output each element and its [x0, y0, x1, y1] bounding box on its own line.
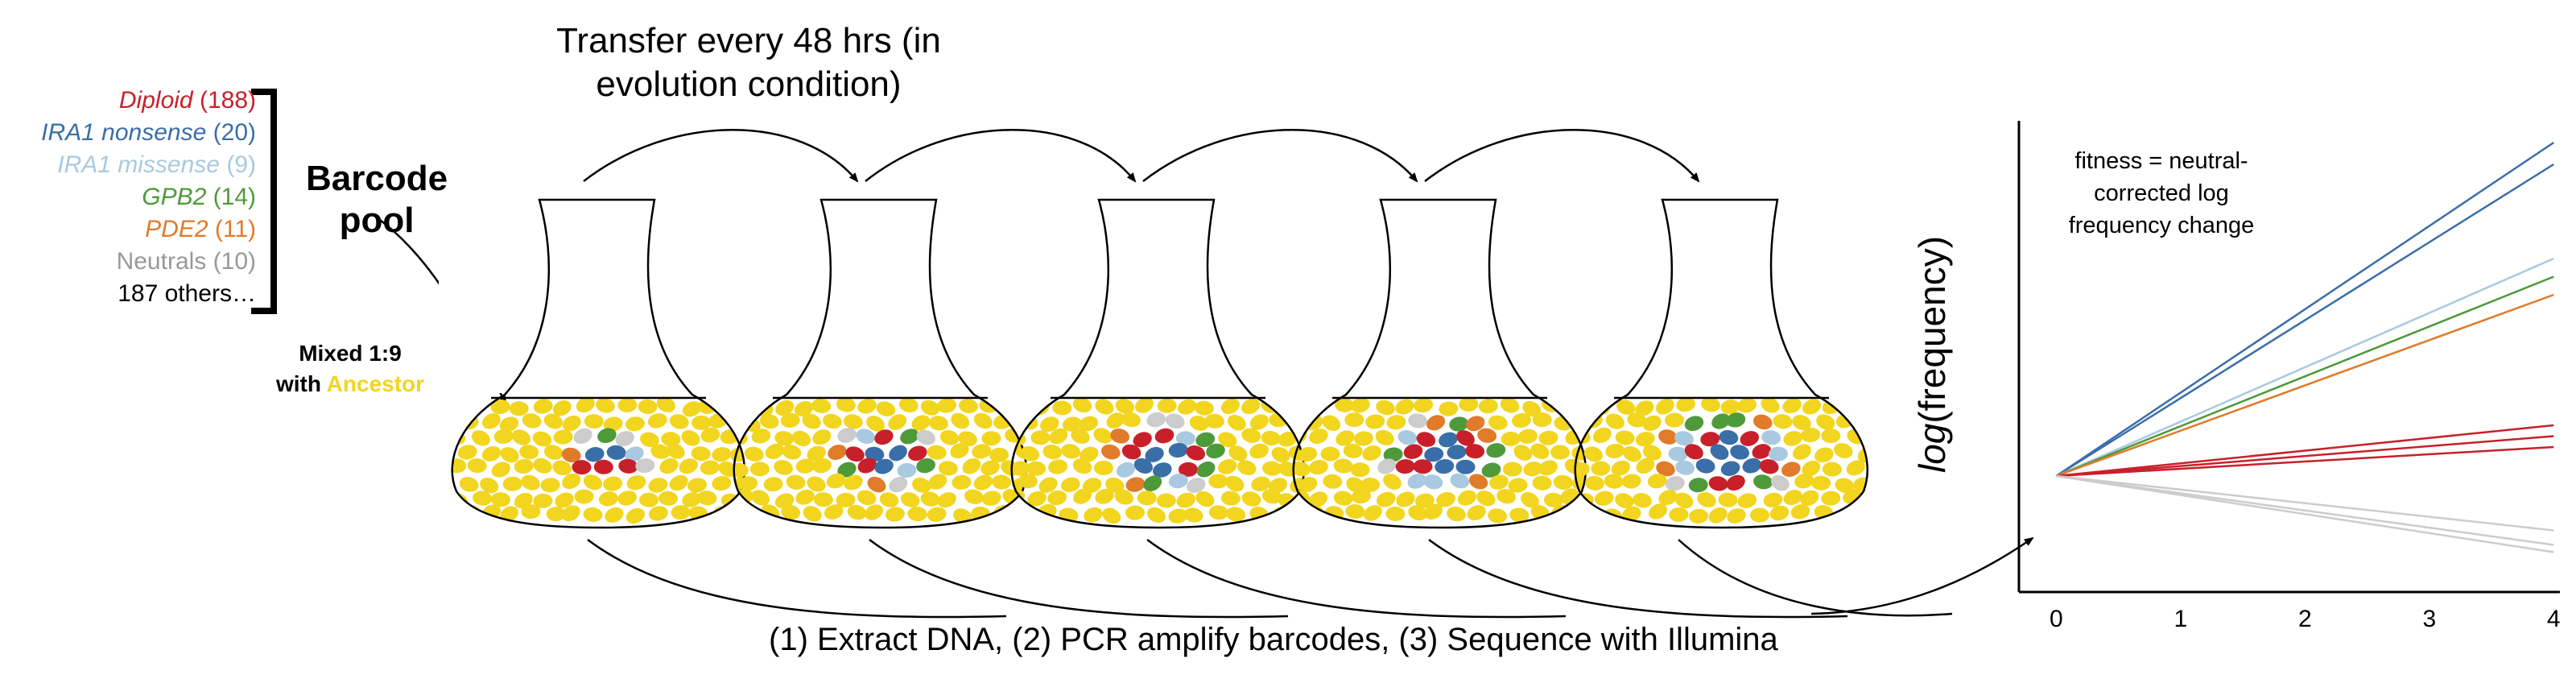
yeast-colonies	[733, 396, 1026, 524]
sequencing-arcs	[587, 536, 2034, 619]
transfer-line: evolution condition)	[596, 64, 902, 104]
legend-name: PDE2	[145, 216, 208, 242]
flask-outline	[733, 198, 1028, 529]
series-line	[2055, 163, 2554, 478]
fitness-annotation: fitness = neutral-corrected log frequenc…	[2029, 145, 2294, 242]
x-tick-label: 1	[2174, 606, 2187, 632]
transfer-arrow	[1142, 129, 1418, 183]
flask-outline	[1010, 198, 1306, 529]
legend-item-neutrals: Neutrals (10)	[117, 248, 256, 275]
transfer-arrows	[583, 129, 1700, 183]
series-line	[2055, 257, 2554, 478]
flask	[998, 198, 1320, 529]
flask-outline	[1574, 198, 1869, 529]
mixing-note: Mixed 1:9 with Ancestor	[266, 338, 435, 400]
transfer-label: Transfer every 48 hrs (in evolution cond…	[515, 19, 982, 106]
transfer-arrow	[583, 129, 859, 183]
legend-name: GPB2	[142, 184, 207, 210]
fitness-annotation-line: frequency change	[2068, 213, 2255, 238]
legend-item-diploid: Diploid (188)	[119, 87, 256, 114]
y-axis-label: log(frequency)	[1910, 236, 1954, 473]
legend-item-gpb2: GPB2 (14)	[142, 184, 256, 211]
mixing-ratio: Mixed 1:9	[299, 341, 402, 366]
legend-item-pde2: PDE2 (11)	[145, 216, 256, 243]
x-tick-label: 3	[2422, 606, 2436, 632]
legend-count: (20)	[213, 119, 256, 146]
flask	[720, 198, 1042, 529]
transfer-line: Transfer every 48 hrs (in	[556, 21, 941, 60]
sampling-arc	[869, 538, 1289, 619]
transfer-arrow	[865, 129, 1137, 183]
x-tick-label: 2	[2298, 606, 2312, 632]
pool-title-line: Barcode	[306, 159, 448, 198]
series-line	[2056, 474, 2554, 553]
legend-name: 187 others…	[118, 280, 256, 307]
legend-name: IRA1 nonsense	[41, 119, 207, 146]
yeast-colonies	[1293, 396, 1586, 524]
sampling-arc	[1146, 538, 1567, 619]
series-line	[2055, 293, 2554, 478]
flask	[439, 198, 761, 529]
flask-outline	[1292, 198, 1587, 529]
mixing-with: with Ancestor	[266, 369, 435, 400]
legend-count: (14)	[213, 184, 256, 210]
legend-count: (9)	[226, 151, 256, 178]
legend-count: (188)	[199, 87, 256, 114]
legend-name: Neutrals	[116, 248, 207, 275]
legend-count: (11)	[214, 216, 256, 242]
yeast-colonies	[1575, 396, 1868, 524]
fitness-annotation-line: fitness = neutral-corrected log	[2074, 148, 2248, 206]
x-tick-label: 0	[2050, 606, 2063, 632]
legend-item-ira1-nonsense: IRA1 nonsense (20)	[41, 119, 256, 147]
barcode-pool-title: Barcode pool	[306, 158, 448, 242]
legend-item-others: 187 others…	[118, 280, 256, 308]
ancestor-label: Ancestor	[326, 371, 425, 396]
series-line	[2056, 474, 2554, 546]
series-line	[2055, 141, 2554, 478]
legend-name: IRA1 missense	[57, 151, 220, 178]
flask-outline	[451, 198, 746, 529]
fitness-chart: 0 1 2 3 4	[2017, 121, 2561, 632]
legend-count: (10)	[213, 248, 256, 275]
pool-title-line: pool	[339, 201, 415, 240]
legend-bracket	[251, 89, 277, 314]
y-axis-label-log: log	[1911, 423, 1953, 474]
flask	[1280, 198, 1602, 529]
sampling-arc	[1428, 538, 1848, 619]
legend-name: Diploid	[118, 87, 193, 114]
series-line	[2056, 474, 2554, 532]
series-line	[2056, 424, 2554, 478]
series-line	[2056, 435, 2554, 478]
yeast-colonies	[1011, 397, 1304, 524]
flask-series	[439, 198, 1884, 529]
transfer-arrow	[1424, 129, 1700, 183]
legend-item-ira1-missense: IRA1 missense (9)	[57, 151, 256, 179]
x-tick-label: 4	[2547, 606, 2561, 632]
flask	[1562, 198, 1884, 529]
series-line	[2056, 445, 2554, 478]
to-chart-arrow	[1810, 536, 2034, 615]
sampling-arc	[587, 538, 1007, 619]
y-axis-label-rest: (frequency)	[1911, 235, 1953, 424]
series-line	[2055, 275, 2554, 478]
mixing-prefix: with	[275, 371, 327, 396]
yeast-colonies	[452, 396, 745, 524]
sampling-arc	[1678, 539, 1953, 617]
sequencing-caption: (1) Extract DNA, (2) PCR amplify barcode…	[769, 622, 1778, 657]
